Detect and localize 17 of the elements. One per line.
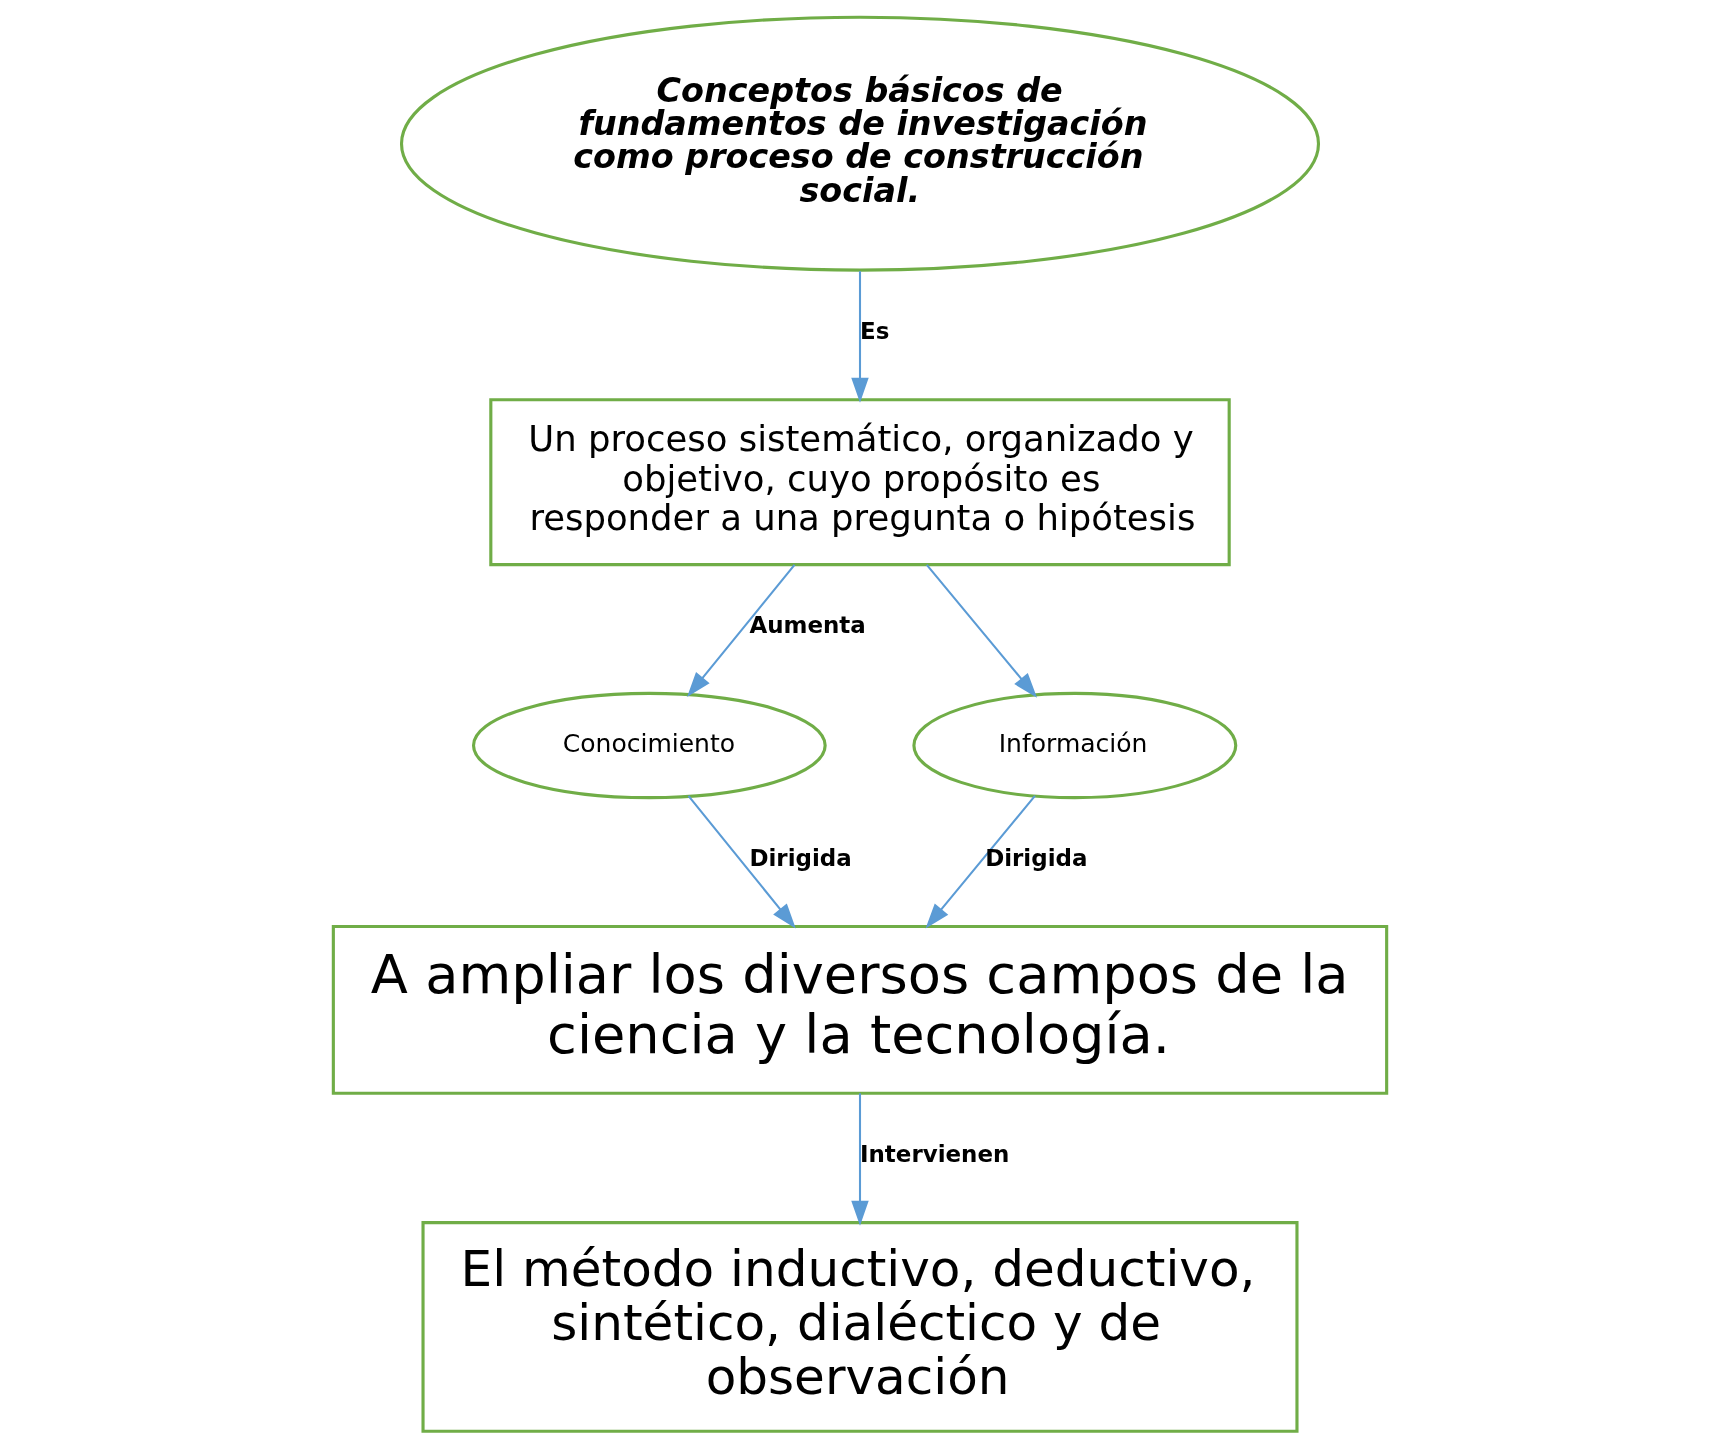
edge-label: Es: [859, 317, 889, 344]
node-box: El método inductivo, deductivo, sintético, dialéctico y de observación: [420, 1221, 1299, 1433]
arrow: [850, 271, 869, 403]
node-ellipse: Información: [911, 691, 1237, 800]
node-ellipse: Conceptos básicos de fundamentos de investigación como proceso de construcción social.: [399, 15, 1320, 272]
arrow: [925, 795, 1036, 929]
edge-label: Dirigida: [984, 844, 1087, 871]
node-ellipse: Conocimiento: [471, 691, 827, 800]
edge-label: Intervienen: [859, 1140, 1009, 1167]
arrow: [687, 795, 796, 929]
edge-label: Aumenta: [748, 611, 866, 638]
edge-label: Dirigida: [748, 844, 852, 871]
node-box: A ampliar los diversos campos de la ciencia y la tecnología.: [331, 924, 1388, 1095]
node-box: Un proceso sistemático, organizado y objetivo, cuyo propósito es responder a una pregunta o hipótesis: [488, 398, 1231, 567]
arrow: [925, 564, 1037, 698]
arrow: [686, 564, 795, 698]
arrow: [850, 1093, 869, 1226]
